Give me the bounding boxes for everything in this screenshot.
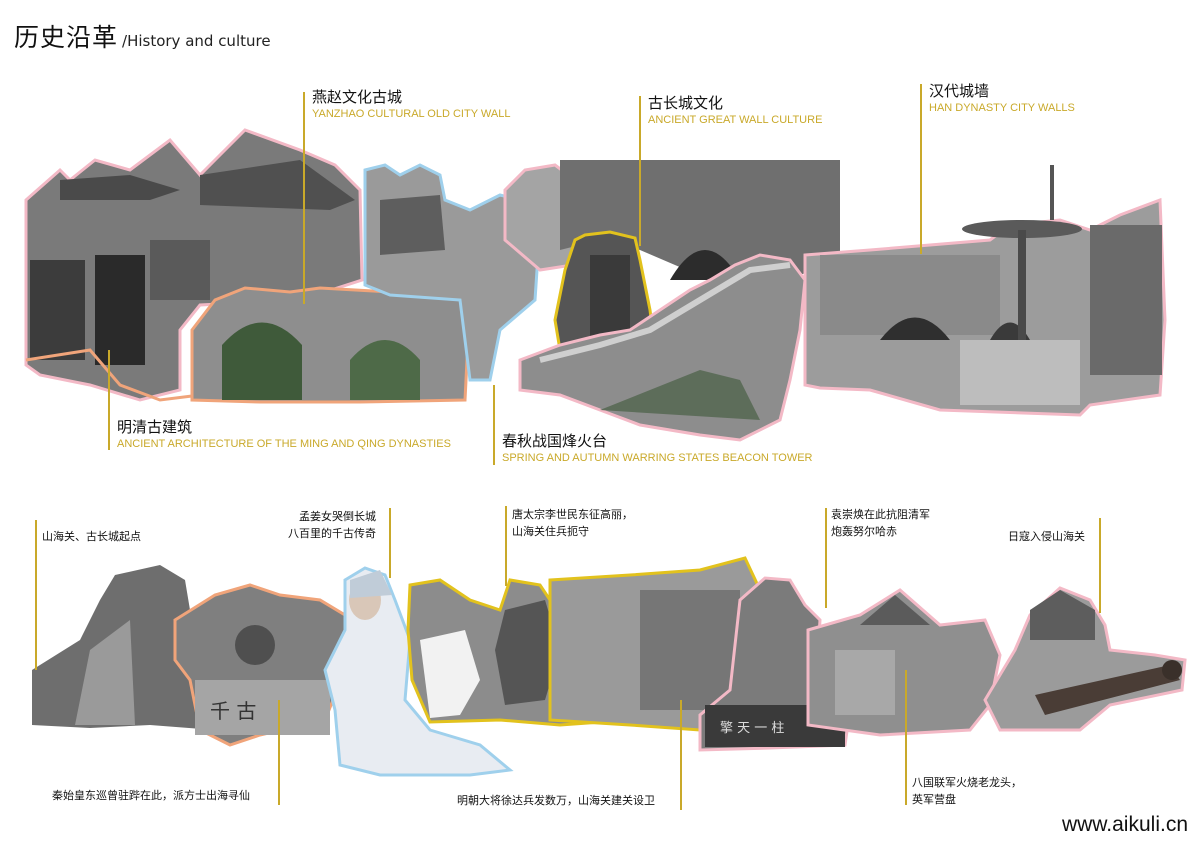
top-photo-collage xyxy=(24,128,1167,442)
event-allied-line2: 英军营盘 xyxy=(912,793,956,806)
event-ming: 明朝大将徐达兵发数万，山海关建关设卫 xyxy=(457,794,655,807)
event-tang: 唐太宗李世民东征高丽， 山海关住兵扼守 xyxy=(512,506,633,540)
event-tang-line2: 山海关住兵扼守 xyxy=(512,525,589,538)
ming-qing-label-chinese: 明清古建筑 xyxy=(117,418,193,436)
shanhaiguan-leader-line xyxy=(35,520,37,670)
meng-jiangnu-figure-photo xyxy=(323,566,514,777)
title-english: /History and culture xyxy=(122,32,271,50)
event-tang-line1: 唐太宗李世民东征高丽， xyxy=(512,508,633,521)
tang-leader-line xyxy=(505,506,507,586)
ancient-city-gate-photo xyxy=(560,160,840,280)
event-yuan-line2: 炮轰努尔哈赤 xyxy=(831,525,897,538)
event-qin: 秦始皇东巡曾驻跸在此，派方士出海寻仙 xyxy=(52,789,250,802)
qin-leader-line xyxy=(278,700,280,805)
monument-inscription: 擎 天 一 柱 xyxy=(720,721,784,736)
great-wall-label-chinese: 古长城文化 xyxy=(648,94,724,112)
event-allied-line1: 八国联军火烧老龙头， xyxy=(912,776,1022,789)
yuan-leader-line xyxy=(825,508,827,608)
yanzhao-leader-line xyxy=(303,92,305,304)
event-shanhaiguan: 山海关、古长城起点 xyxy=(42,530,141,543)
yanzhao-label: 燕赵文化古城 YANZHAO CULTURAL OLD CITY WALL xyxy=(312,88,510,122)
event-mengjiang: 孟姜女哭倒长城 八百里的千古传奇 xyxy=(288,508,376,542)
event-mengjiang-line2: 八百里的千古传奇 xyxy=(288,527,376,540)
site-watermark: www.aikuli.cn xyxy=(1061,813,1188,836)
bottom-photo-collage: 千 古 擎 天 一 柱 xyxy=(32,556,1187,777)
yanzhao-label-chinese: 燕赵文化古城 xyxy=(312,88,403,106)
han-label: 汉代城墙 HAN DYNASTY CITY WALLS xyxy=(929,82,1075,116)
ming-qing-label-english: ANCIENT ARCHITECTURE OF THE MING AND QIN… xyxy=(117,438,451,450)
beacon-label: 春秋战国烽火台 SPRING AND AUTUMN WARRING STATES… xyxy=(502,432,812,466)
han-leader-line xyxy=(920,84,922,254)
ming-leader-line xyxy=(680,700,682,810)
event-japan: 日寇入侵山海关 xyxy=(1008,530,1085,543)
great-wall-label-english: ANCIENT GREAT WALL CULTURE xyxy=(648,114,823,126)
han-label-chinese: 汉代城墙 xyxy=(929,82,990,100)
han-label-english: HAN DYNASTY CITY WALLS xyxy=(929,102,1075,114)
stone-inscription: 千 古 xyxy=(210,699,256,723)
event-yuan-line1: 袁崇焕在此抗阻清军 xyxy=(831,508,930,521)
beacon-leader-line xyxy=(493,385,495,465)
great-wall-label: 古长城文化 ANCIENT GREAT WALL CULTURE xyxy=(648,94,822,128)
page-title: 历史沿革/History and culture xyxy=(14,18,271,54)
event-mengjiang-line1: 孟姜女哭倒长城 xyxy=(299,510,376,523)
event-allied: 八国联军火烧老龙头， 英军营盘 xyxy=(912,774,1022,808)
great-wall-leader-line xyxy=(639,96,641,246)
allied-leader-line xyxy=(905,670,907,805)
title-chinese: 历史沿革 xyxy=(14,23,119,52)
mengjiang-leader-line xyxy=(389,508,391,578)
beacon-label-english: SPRING AND AUTUMN WARRING STATES BEACON … xyxy=(502,452,813,464)
ming-qing-label: 明清古建筑 ANCIENT ARCHITECTURE OF THE MING A… xyxy=(117,418,451,452)
japan-leader-line xyxy=(1099,518,1101,613)
beacon-label-chinese: 春秋战国烽火台 xyxy=(502,432,608,450)
ming-qing-leader-line xyxy=(108,350,110,450)
yanzhao-label-english: YANZHAO CULTURAL OLD CITY WALL xyxy=(312,108,511,120)
event-yuan: 袁崇焕在此抗阻清军 炮轰努尔哈赤 xyxy=(831,506,930,540)
